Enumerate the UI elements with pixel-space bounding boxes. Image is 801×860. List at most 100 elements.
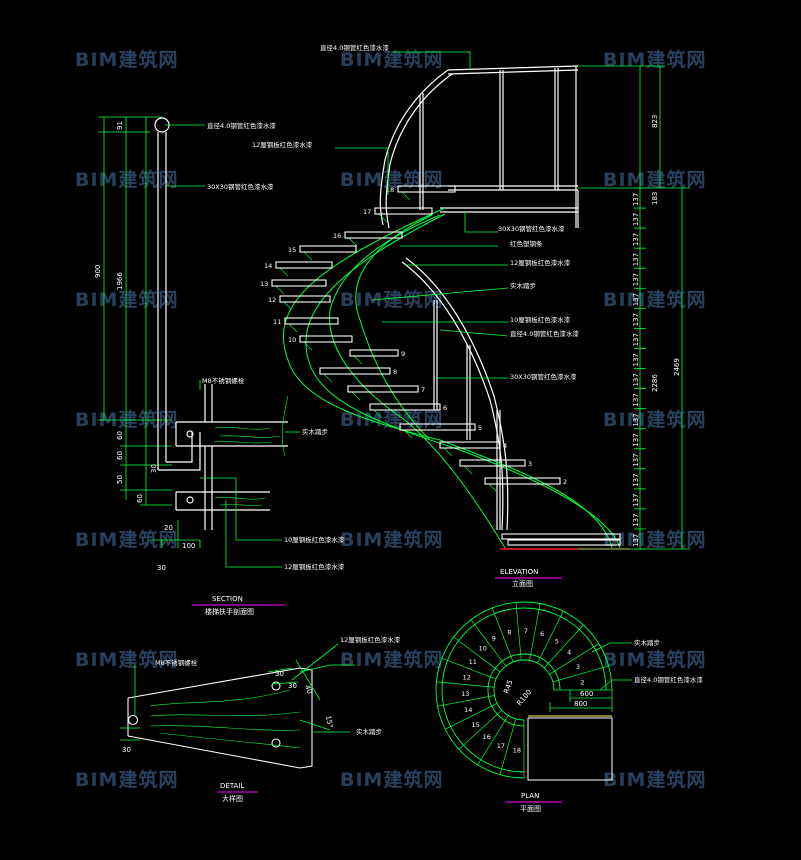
watermark-text-1: BIM建筑网 bbox=[340, 48, 443, 71]
plan-spoke-4 bbox=[537, 611, 564, 664]
watermark-text-6: BIM建筑网 bbox=[75, 288, 178, 311]
tread-shadow-10 bbox=[303, 341, 313, 351]
right-dim-label-2: 137 bbox=[632, 233, 640, 246]
callout-pipe-40: 直径4.0钢管红色漆水漆 bbox=[510, 329, 579, 338]
plan-step-2: 2 bbox=[580, 679, 584, 687]
tread-6 bbox=[369, 403, 441, 411]
section-title: SECTION bbox=[212, 595, 243, 603]
right-dim-label-12: 137 bbox=[632, 433, 640, 446]
callout-plate12-section: 12厘钢板红色漆水漆 bbox=[284, 562, 345, 571]
tread-11 bbox=[284, 317, 339, 325]
callout-wood-section: 实木踏步 bbox=[302, 427, 329, 436]
right-dimension-totals: 823 183 2286 2469 bbox=[651, 115, 681, 392]
detail-labels: M8不锈钢螺栓 12厘钢板红色漆水漆 实木踏步 30 30 40 15° 30 bbox=[122, 635, 401, 754]
right-dim-label-15: 137 bbox=[632, 493, 640, 506]
detail-plate12-leader bbox=[291, 643, 339, 681]
dim-60b: 60 bbox=[116, 451, 124, 460]
plan-spoke-12 bbox=[437, 695, 495, 707]
tread-16 bbox=[344, 231, 403, 239]
plan-subtitle: 平面图 bbox=[520, 805, 541, 813]
handrail-upper bbox=[379, 69, 453, 229]
tread-shadow-13 bbox=[275, 285, 285, 295]
plan-ring-3 bbox=[493, 659, 555, 721]
plan-dim-600: 600 bbox=[580, 690, 593, 698]
right-dimension-labels: 1371371371371371371371371371371371371371… bbox=[632, 193, 640, 547]
plan-step-8: 8 bbox=[507, 629, 511, 637]
dim-100: 100 bbox=[182, 542, 195, 550]
step-label-15: 15 bbox=[288, 246, 296, 254]
watermark-text-7: BIM建筑网 bbox=[340, 288, 443, 311]
watermark-text-2: BIM建筑网 bbox=[603, 48, 706, 71]
plan-step-3: 3 bbox=[576, 663, 580, 671]
detail-dimension-lines bbox=[120, 659, 355, 741]
step-label-12: 12 bbox=[268, 296, 276, 304]
right-dim-label-8: 137 bbox=[632, 353, 640, 366]
section-subtitle: 楼梯扶手剖面图 bbox=[205, 607, 254, 616]
tread-shadow-9 bbox=[353, 355, 363, 365]
right-dim-label-6: 137 bbox=[632, 313, 640, 326]
plan-step-6: 6 bbox=[540, 630, 544, 638]
plan-step-13: 13 bbox=[461, 690, 469, 698]
watermark-text-19: BIM建筑网 bbox=[340, 768, 443, 791]
tread-10 bbox=[299, 335, 353, 343]
plan-ring-2 bbox=[487, 653, 561, 727]
tread-shadow-15 bbox=[303, 251, 313, 261]
right-dim-label-1: 137 bbox=[632, 213, 640, 226]
step-label-7: 7 bbox=[421, 386, 425, 394]
callout-plate10-section: 10厘钢板红色漆水漆 bbox=[284, 535, 345, 544]
dim-20: 20 bbox=[164, 524, 173, 532]
plan-spoke-5 bbox=[529, 603, 541, 661]
elevation-callout-labels: 直径4.0钢管红色漆水漆 12厘钢板红色漆水漆 30X30钢管红色漆水漆 红色塑… bbox=[252, 43, 579, 381]
plan-spoke-9 bbox=[453, 636, 501, 673]
tread-shadow-6 bbox=[373, 409, 383, 419]
dim-30-vertical: 30 bbox=[150, 464, 158, 473]
plan-spoke-7 bbox=[491, 607, 514, 663]
plan-spoke-16 bbox=[499, 718, 517, 775]
callout-plate-10: 10厘钢板红色漆水漆 bbox=[510, 315, 571, 324]
detail-wood-grain bbox=[149, 689, 301, 749]
plan-spoke-2 bbox=[549, 643, 600, 675]
section-leaders bbox=[165, 124, 300, 568]
dim-detail-30a: 30 bbox=[275, 670, 284, 678]
section-wood-grain bbox=[213, 395, 289, 506]
watermark-text-4: BIM建筑网 bbox=[340, 168, 443, 191]
dim-823: 823 bbox=[651, 115, 659, 128]
plan-step-11: 11 bbox=[469, 658, 477, 666]
section-callout-labels: 直径4.0钢管红色漆水漆 30X30钢管红色漆水漆 M8不锈钢螺栓 实木踏步 1… bbox=[202, 121, 345, 571]
callout-wood-tread: 实木踏步 bbox=[510, 281, 537, 290]
tread-shadow-18 bbox=[401, 191, 411, 201]
watermark-text-10: BIM建筑网 bbox=[340, 408, 443, 431]
elevation-leaders bbox=[335, 51, 509, 379]
detail-view: M8不锈钢螺栓 12厘钢板红色漆水漆 实木踏步 30 30 40 15° 30 … bbox=[120, 635, 401, 803]
right-dim-label-5: 137 bbox=[632, 293, 640, 306]
dim-detail-30c: 30 bbox=[122, 746, 131, 754]
tread-shadow-14 bbox=[279, 267, 289, 277]
watermark-text-0: BIM建筑网 bbox=[75, 48, 178, 71]
plan-spoke-6 bbox=[515, 602, 522, 661]
callout-m8-bolt-detail: M8不锈钢螺栓 bbox=[155, 658, 198, 667]
tread-shadow-2 bbox=[488, 483, 498, 493]
plan-dimension-lines bbox=[549, 642, 632, 712]
right-dim-label-16: 137 bbox=[632, 514, 640, 527]
watermark-text-11: BIM建筑网 bbox=[603, 408, 706, 431]
handrail-lower bbox=[401, 257, 509, 531]
callout-pipe-40-section: 直径4.0钢管红色漆水漆 bbox=[207, 121, 276, 130]
tread-shadow-3 bbox=[463, 465, 473, 475]
watermark-text-16: BIM建筑网 bbox=[340, 648, 443, 671]
right-dim-label-10: 137 bbox=[632, 393, 640, 406]
watermark-text-15: BIM建筑网 bbox=[75, 648, 178, 671]
plan-tread-spokes bbox=[436, 602, 612, 778]
plan-ring-1 bbox=[441, 607, 607, 773]
tread-shadow-12 bbox=[283, 301, 293, 311]
section-view: 91 900 1966 60 60 50 60 30 20 100 30 bbox=[94, 116, 345, 616]
tread-extra-0 bbox=[501, 533, 621, 540]
elevation-title: ELEVATION bbox=[500, 568, 538, 576]
callout-wood-detail: 实木踏步 bbox=[356, 727, 383, 736]
callout-tube-30x30-a: 30X30钢管红色漆水漆 bbox=[498, 224, 565, 233]
right-dim-label-7: 137 bbox=[632, 333, 640, 346]
plan-title: PLAN bbox=[521, 792, 539, 800]
plan-ring-0 bbox=[435, 601, 613, 779]
tread-18 bbox=[397, 185, 456, 193]
